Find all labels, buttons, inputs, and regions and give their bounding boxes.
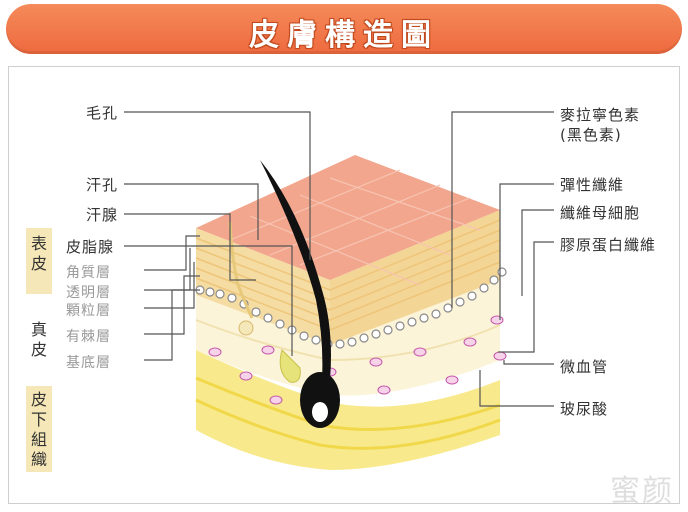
label-collagen-fiber: 膠原蛋白纖維 — [560, 236, 657, 254]
label-melanin: 麥拉寧色素 — [560, 106, 641, 124]
hair-bulb — [300, 372, 340, 428]
label-sweat-gland: 汗腺 — [86, 206, 119, 224]
label-sebaceous-gland: 皮脂腺 — [66, 238, 115, 256]
diagram-frame — [8, 66, 680, 504]
label-capillary: 微血管 — [560, 358, 609, 376]
label-stratum-spinosum: 有棘層 — [66, 329, 111, 345]
label-elastic-fiber: 彈性纖維 — [560, 176, 625, 194]
label-fibroblast: 纖維母細胞 — [560, 204, 641, 222]
title-bar: 皮膚構造圖 — [6, 4, 682, 54]
sebaceous-gland — [279, 349, 301, 383]
side-label-dermis: 真皮 — [30, 320, 47, 359]
sweat-gland — [228, 221, 254, 319]
dermis-layer — [196, 280, 500, 396]
label-stratum-granulosum: 顆粒層 — [66, 303, 111, 319]
epidermis-side-face — [330, 210, 500, 345]
label-stratum-lucidum: 透明層 — [66, 285, 111, 301]
label-melanin-sub: (黑色素) — [560, 126, 622, 144]
hair-shaft — [260, 160, 331, 380]
label-pore: 毛孔 — [86, 104, 119, 122]
diagram-title: 皮膚構造圖 — [249, 18, 439, 53]
hair-papilla — [312, 402, 328, 422]
leader-lines — [124, 111, 554, 407]
sweat-gland-coil — [238, 320, 254, 336]
label-stratum-basale: 基底層 — [66, 355, 111, 371]
surface-lines — [229, 169, 481, 286]
subcutaneous-layer — [196, 350, 500, 470]
side-label-epidermis: 表皮 — [26, 228, 52, 294]
label-stratum-corneum: 角質層 — [66, 265, 111, 281]
label-hyaluronic-acid: 玻尿酸 — [560, 400, 609, 418]
side-label-subcutaneous: 皮下組織 — [26, 386, 52, 472]
label-sweat-pore: 汗孔 — [86, 176, 119, 194]
watermark: 蜜颜 — [610, 474, 674, 509]
subcutaneous-stripe — [195, 398, 501, 450]
basal-cell-chain — [195, 267, 507, 349]
skin-surface — [196, 155, 500, 280]
